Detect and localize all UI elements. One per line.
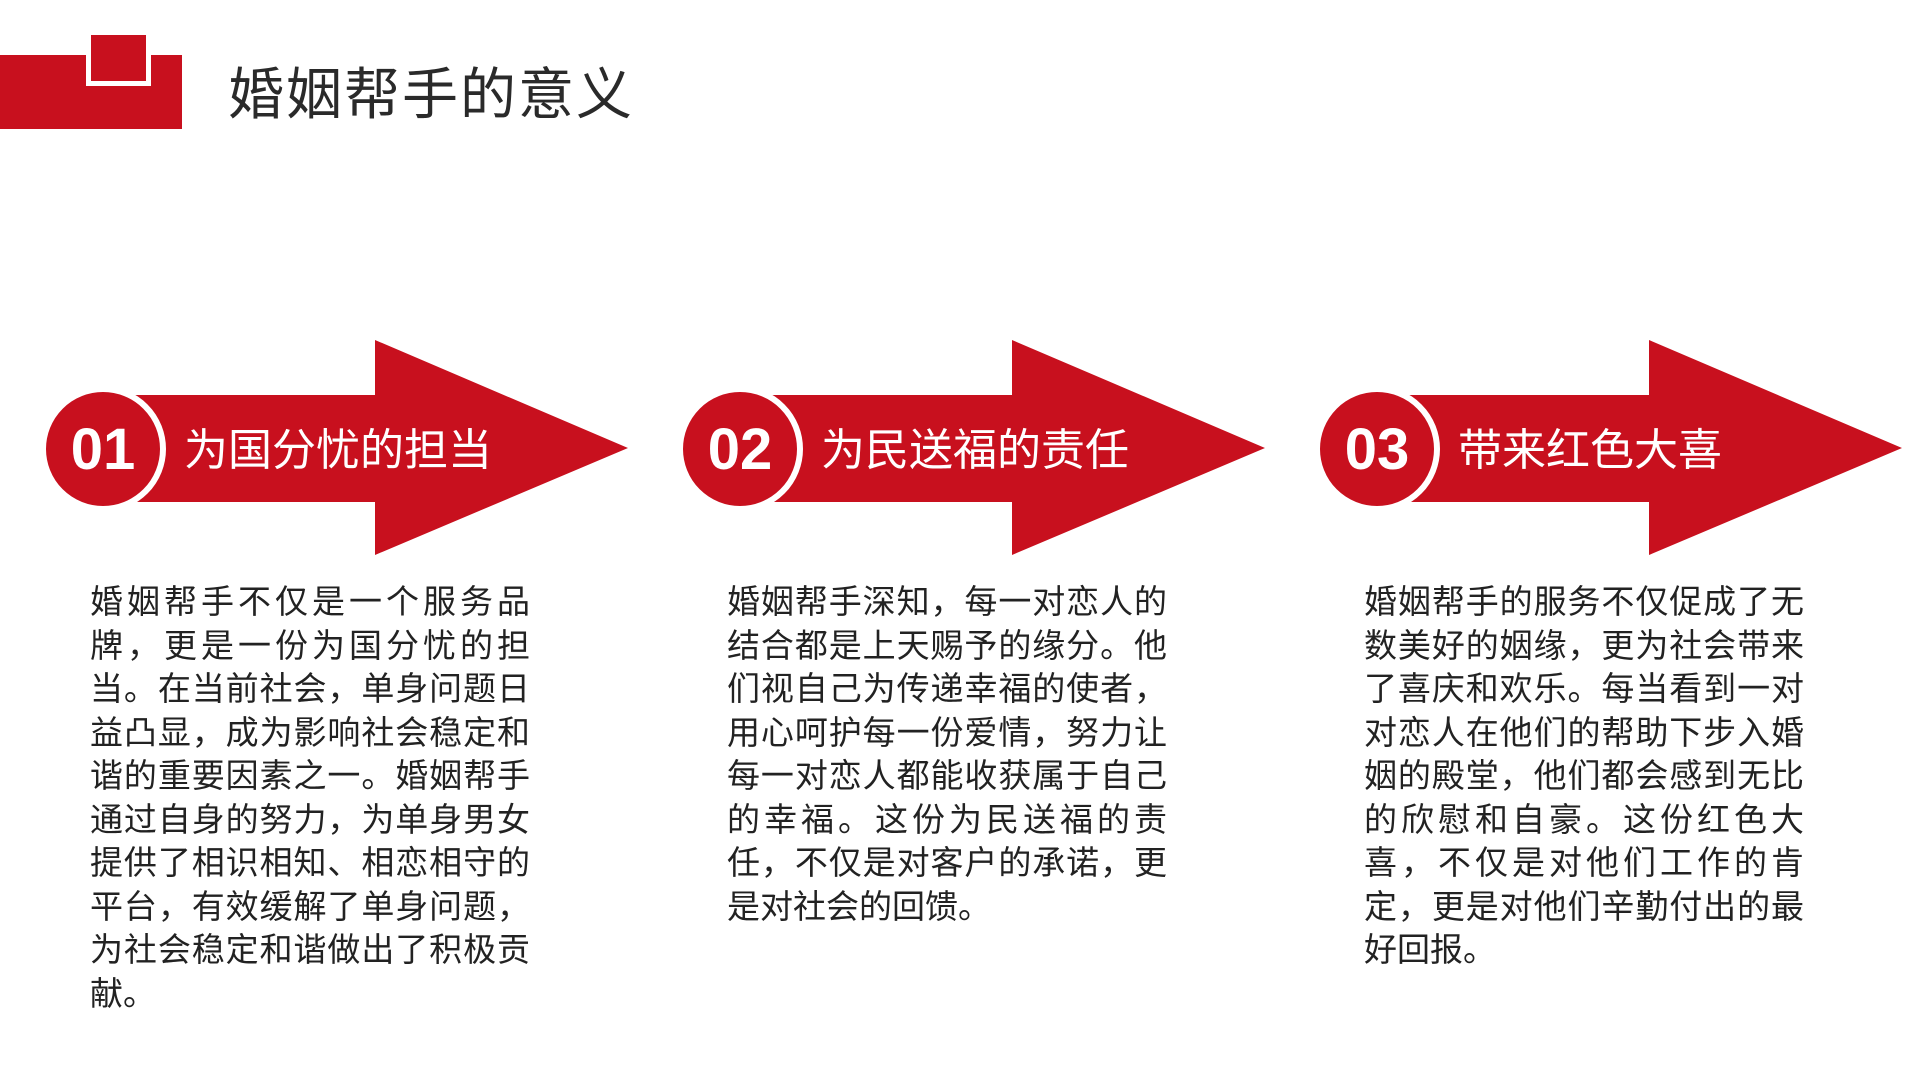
arrow-shape bbox=[100, 340, 628, 555]
card-body: 婚姻帮手不仅是一个服务品牌，更是一份为国分忧的担当。在当前社会，单身问题日益凸显… bbox=[90, 582, 530, 1013]
card-number: 01 bbox=[70, 416, 136, 482]
card-number: 03 bbox=[1344, 416, 1410, 482]
number-circle: 01 bbox=[40, 386, 166, 512]
card-3: 03 带来红色大喜 婚姻帮手的服务不仅促成了无数美好的姻缘，更为社会带来了喜庆和… bbox=[1274, 340, 1914, 1040]
card-body: 婚姻帮手的服务不仅促成了无数美好的姻缘，更为社会带来了喜庆和欢乐。每当看到一对对… bbox=[1364, 582, 1804, 969]
card-title: 为民送福的责任 bbox=[821, 425, 1129, 476]
card-title: 带来红色大喜 bbox=[1458, 425, 1722, 476]
card-2: 02 为民送福的责任 婚姻帮手深知，每一对恋人的结合都是上天赐予的缘分。他们视自… bbox=[637, 340, 1277, 1040]
number-circle: 03 bbox=[1314, 386, 1440, 512]
page-title: 婚姻帮手的意义 bbox=[228, 63, 634, 128]
card-title: 为国分忧的担当 bbox=[184, 425, 492, 476]
card-number: 02 bbox=[707, 416, 773, 482]
header-accent-box bbox=[86, 30, 151, 86]
arrow-shape bbox=[1374, 340, 1902, 555]
card-1: 01 为国分忧的担当 婚姻帮手不仅是一个服务品牌，更是一份为国分忧的担当。在当前… bbox=[0, 340, 640, 1040]
card-body: 婚姻帮手深知，每一对恋人的结合都是上天赐予的缘分。他们视自己为传递幸福的使者，用… bbox=[727, 582, 1167, 926]
number-circle: 02 bbox=[677, 386, 803, 512]
arrow-shape bbox=[737, 340, 1265, 555]
